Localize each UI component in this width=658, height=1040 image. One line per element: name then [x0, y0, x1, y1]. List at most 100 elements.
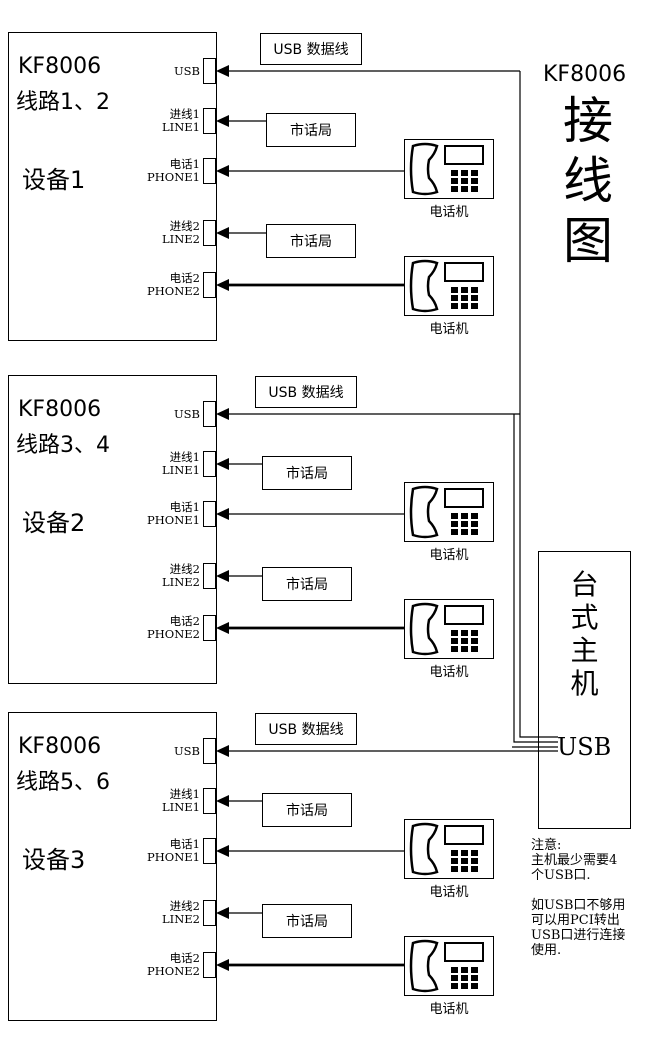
- line1-port-label-en: LINE1: [162, 463, 200, 477]
- device-line-range: 线路5、6: [16, 770, 110, 795]
- line2-wire-arrow: [216, 907, 229, 919]
- phone1-wire-arrow: [216, 165, 229, 177]
- phone2-wire-arrow: [216, 959, 229, 971]
- device-model: KF8006: [18, 397, 102, 422]
- line2-port-label-cn: 进线2: [169, 219, 200, 233]
- usb-cable-label: USB 数据线: [260, 33, 362, 65]
- line1-wire-arrow: [216, 115, 229, 127]
- usb-wire-arrow: [216, 65, 229, 77]
- device-model: KF8006: [18, 54, 102, 79]
- phone2-wire-arrow: [216, 279, 229, 291]
- desktop-host: [538, 551, 631, 829]
- line1-port-label-cn: 进线1: [169, 450, 200, 464]
- phone1-port-label-en: PHONE1: [147, 170, 200, 184]
- line1-port: [203, 451, 216, 477]
- line2-port: [203, 900, 216, 926]
- exchange-line1-box: 市话局: [262, 793, 352, 827]
- device-model: KF8006: [18, 734, 102, 759]
- phone2-port-label-cn: 电话2: [169, 614, 200, 628]
- diagram-title-char-3: 图: [563, 212, 613, 270]
- phone2-port-label-cn: 电话2: [169, 271, 200, 285]
- line2-wire-arrow: [216, 227, 229, 239]
- host-label-char-1: 台: [570, 568, 599, 601]
- line1-port-label-cn: 进线1: [169, 107, 200, 121]
- phone2-port-label-en: PHONE2: [147, 284, 200, 298]
- exchange-line1-box: 市话局: [266, 113, 356, 147]
- host-label-char-4: 机: [570, 667, 599, 700]
- telephone-caption: 电话机: [429, 1002, 469, 1017]
- device-name: 设备2: [22, 509, 86, 537]
- note-line: 使用.: [531, 943, 562, 958]
- usb-port-label: USB: [173, 407, 200, 421]
- exchange-line1-box: 市话局: [262, 456, 352, 490]
- exchange-line2-box: 市话局: [266, 224, 356, 258]
- exchange-line2-box: 市话局: [262, 904, 352, 938]
- phone1-port: [203, 838, 216, 864]
- note-line: 个USB口.: [531, 868, 591, 883]
- telephone-icon-drawing: [409, 939, 484, 993]
- phone2-wire-arrow: [216, 622, 229, 634]
- phone2-port: [203, 952, 216, 978]
- telephone-icon: [404, 599, 494, 659]
- phone1-port-label-en: PHONE1: [147, 850, 200, 864]
- telephone-icon: [404, 482, 494, 542]
- phone2-port: [203, 615, 216, 641]
- telephone-icon-drawing: [409, 822, 484, 876]
- telephone-caption: 电话机: [429, 885, 469, 900]
- usb-port-label: USB: [173, 744, 200, 758]
- usb-port: [203, 401, 216, 427]
- note-line: 如USB口不够用: [531, 898, 626, 913]
- line1-port: [203, 108, 216, 134]
- telephone-icon-drawing: [409, 602, 484, 656]
- diagram-title-model: KF8006: [543, 62, 627, 87]
- line2-port-label-cn: 进线2: [169, 562, 200, 576]
- phone2-port-label-en: PHONE2: [147, 964, 200, 978]
- telephone-caption: 电话机: [429, 665, 469, 680]
- telephone-icon-drawing: [409, 485, 484, 539]
- device-name: 设备1: [22, 166, 86, 194]
- usb-wire-arrow: [216, 745, 229, 757]
- device-name: 设备3: [22, 846, 86, 874]
- usb-wire-arrow: [216, 408, 229, 420]
- line2-wire-arrow: [216, 570, 229, 582]
- phone1-port-label-cn: 电话1: [169, 837, 200, 851]
- phone1-port-label-en: PHONE1: [147, 513, 200, 527]
- usb-trunk-device-1: [519, 71, 558, 738]
- usb-port: [203, 738, 216, 764]
- usb-port-label: USB: [173, 64, 200, 78]
- diagram-title-char-1: 接: [563, 92, 613, 150]
- telephone-icon: [404, 139, 494, 199]
- line2-port-label-en: LINE2: [162, 232, 200, 246]
- diagram-title-char-2: 线: [563, 152, 613, 210]
- telephone-caption: 电话机: [429, 322, 469, 337]
- exchange-line2-box: 市话局: [262, 567, 352, 601]
- host-label-char-2: 式: [570, 601, 599, 634]
- line1-port: [203, 788, 216, 814]
- host-usb-label: USB: [557, 733, 612, 761]
- line1-port-label-en: LINE1: [162, 800, 200, 814]
- phone2-port: [203, 272, 216, 298]
- note-line: 可以用PCI转出: [531, 913, 620, 928]
- phone1-wire-arrow: [216, 508, 229, 520]
- phone1-port-label-cn: 电话1: [169, 157, 200, 171]
- line1-wire-arrow: [216, 458, 229, 470]
- note-line: 主机最少需要4: [531, 853, 618, 868]
- phone1-port: [203, 501, 216, 527]
- line1-wire-arrow: [216, 795, 229, 807]
- device-line-range: 线路3、4: [16, 433, 110, 458]
- phone1-port-label-cn: 电话1: [169, 500, 200, 514]
- line1-port-label-en: LINE1: [162, 120, 200, 134]
- note-line: 注意:: [531, 838, 562, 853]
- phone1-wire-arrow: [216, 845, 229, 857]
- device-1-box: [8, 32, 217, 341]
- usb-port: [203, 58, 216, 84]
- phone2-port-label-cn: 电话2: [169, 951, 200, 965]
- telephone-caption: 电话机: [429, 548, 469, 563]
- telephone-icon: [404, 256, 494, 316]
- telephone-icon: [404, 819, 494, 879]
- device-line-range: 线路1、2: [16, 90, 110, 115]
- telephone-icon-drawing: [409, 142, 484, 196]
- usb-cable-label: USB 数据线: [255, 713, 357, 745]
- note-line: USB口进行连接: [531, 928, 626, 943]
